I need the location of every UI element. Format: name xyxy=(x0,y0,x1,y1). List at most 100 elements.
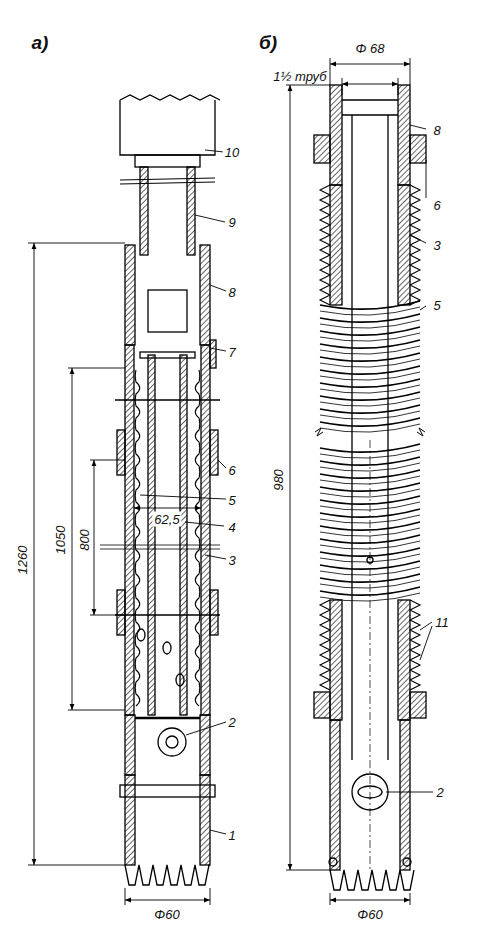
drawing-stroke xyxy=(158,728,186,756)
drawing-stroke xyxy=(290,85,291,870)
drawing-stroke xyxy=(342,99,398,100)
drawing-stroke xyxy=(135,155,200,167)
dimension-label: 980 xyxy=(271,467,286,493)
drawing-stroke xyxy=(387,115,388,760)
callout-number: 2 xyxy=(434,785,445,800)
drawing-stroke xyxy=(320,424,420,432)
drawing-stroke xyxy=(398,600,410,720)
callout-number: 8 xyxy=(431,123,442,138)
dimension-label: Φ60 xyxy=(355,907,384,922)
drawing-stroke xyxy=(398,85,410,185)
drawing-stroke xyxy=(90,615,125,616)
drawing-stroke xyxy=(410,692,426,718)
drawing-stroke xyxy=(163,642,171,654)
drawing-stroke xyxy=(320,320,420,328)
drawing-stroke xyxy=(320,398,420,406)
drawing-stroke xyxy=(100,545,220,546)
drawing-stroke xyxy=(330,900,410,901)
drawing-stroke xyxy=(180,355,187,715)
drawing-stroke xyxy=(320,483,420,491)
drawing-stroke xyxy=(200,775,210,865)
drawing-stroke xyxy=(72,368,73,710)
drawing-stroke xyxy=(28,243,125,244)
drawing-stroke xyxy=(90,460,125,461)
drawing-stroke xyxy=(398,185,410,305)
drawing-stroke xyxy=(205,150,224,152)
drawing-stroke xyxy=(320,515,420,523)
drawing-stroke xyxy=(148,290,187,332)
drawing-stroke xyxy=(400,720,410,870)
drawing-stroke xyxy=(120,785,215,797)
drawing-stroke xyxy=(120,178,215,180)
drawing-stroke xyxy=(410,58,411,85)
drawing-stroke xyxy=(320,522,420,530)
figure-label: а) xyxy=(30,32,51,53)
drawing-stroke xyxy=(125,900,210,901)
drawing-stroke xyxy=(125,865,210,885)
drawing-stroke xyxy=(125,245,135,345)
drawing-stroke xyxy=(320,366,420,374)
dimension-label: 1½ труб xyxy=(271,69,328,84)
drawing-stroke xyxy=(342,84,398,85)
callout-number: 6 xyxy=(431,198,442,213)
drawing-stroke xyxy=(320,392,420,400)
drawing-stroke xyxy=(320,476,420,484)
drawing-stroke xyxy=(185,522,224,526)
drawing-stroke xyxy=(200,245,210,345)
drawing-stroke xyxy=(320,405,420,413)
drawing-stroke xyxy=(320,185,330,305)
drawing-stroke xyxy=(148,355,155,715)
dimension-label: Φ 68 xyxy=(354,41,387,56)
drawing-stroke xyxy=(200,715,210,775)
drawing-stroke xyxy=(320,554,420,562)
drawing-stroke xyxy=(125,775,135,865)
drawing-stroke xyxy=(28,865,125,866)
drawing-stroke xyxy=(320,450,420,458)
drawing-stroke xyxy=(330,720,340,870)
drawing-stroke xyxy=(320,333,420,341)
figure-label: б) xyxy=(257,32,279,53)
callout-number: 1 xyxy=(226,828,237,843)
drawing-stroke xyxy=(329,858,337,866)
drawing-stroke xyxy=(330,58,331,85)
drawing-stroke xyxy=(410,600,420,690)
drawing-stroke xyxy=(210,830,226,834)
drawing-stroke xyxy=(115,614,220,615)
drawing-stroke xyxy=(210,430,218,475)
dimension-label: 62,5 xyxy=(152,512,181,527)
drawing-stroke xyxy=(100,549,220,550)
drawing-stroke xyxy=(320,541,420,549)
drawing-stroke xyxy=(286,870,330,871)
drawing-stroke xyxy=(342,78,343,95)
drawing-stroke xyxy=(320,353,420,361)
drawing-stroke xyxy=(320,463,420,471)
drawing-stroke xyxy=(187,167,195,255)
dimension-label: 800 xyxy=(77,527,92,553)
drawing-stroke xyxy=(320,574,420,582)
drawing-stroke xyxy=(320,359,420,367)
drawing-stroke xyxy=(320,314,420,322)
drawing-stroke xyxy=(68,368,125,369)
callout-number: 9 xyxy=(226,215,237,230)
drawing-stroke xyxy=(320,307,420,315)
drawing-stroke xyxy=(210,348,226,351)
drawing-stroke xyxy=(135,370,140,706)
dimension-label: 1050 xyxy=(53,524,68,557)
drawing-stroke xyxy=(186,722,226,735)
drawing-stroke xyxy=(386,792,433,793)
drawing-stroke xyxy=(286,58,433,905)
drawing-stroke xyxy=(135,370,200,706)
drawing-stroke xyxy=(320,580,420,588)
callout-number: 2 xyxy=(226,715,237,730)
drawing-stroke xyxy=(320,509,420,517)
drawing-stroke xyxy=(210,340,216,368)
drawing-stroke xyxy=(320,496,420,504)
drawing-stroke xyxy=(120,95,220,155)
callout-number: 3 xyxy=(431,238,442,253)
callout-number: 3 xyxy=(226,553,237,568)
callout-number: 8 xyxy=(226,285,237,300)
drawing-stroke xyxy=(137,629,145,641)
drawing-stroke xyxy=(320,489,420,497)
drawing-stroke xyxy=(140,352,195,358)
dimension-label: Φ60 xyxy=(152,907,181,922)
